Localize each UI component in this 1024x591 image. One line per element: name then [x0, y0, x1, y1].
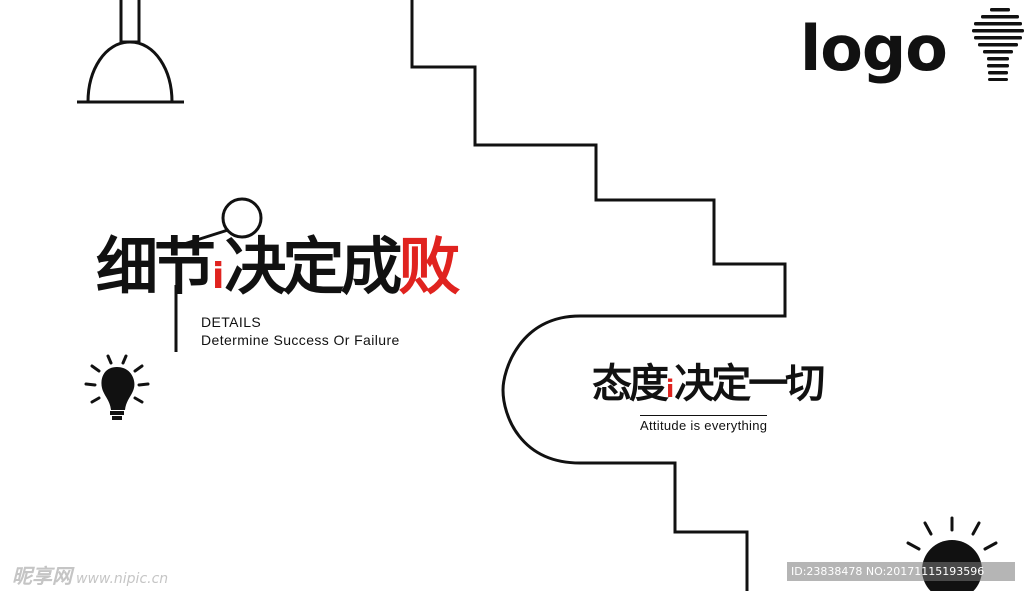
headline-1-part-d: 败: [398, 230, 460, 303]
headline-2-part-a: 态度: [592, 361, 669, 407]
headline-attitude-decides: 态度i决定一切: [592, 361, 825, 407]
headline-2-part-b: 决定一切: [674, 361, 825, 407]
headline-1-part-a: 细节: [96, 230, 216, 303]
headline-1-part-b: 决定: [224, 230, 344, 303]
staircase-path: [410, 0, 787, 591]
subtitle-1-line-1: DETAILS: [201, 314, 262, 330]
headline-1-accent: i: [212, 256, 225, 297]
subtitle-1-line-2: Determine Success Or Failure: [201, 331, 400, 348]
pendant-lamp-icon: [77, 0, 184, 104]
headline-2-accent: i: [666, 375, 675, 403]
headline-details-decide: 细节i决定成败: [96, 236, 460, 298]
watermark-id-bar: ID:23838478 NO:20171115193596: [787, 562, 1015, 581]
headline-1-part-c: 成: [340, 230, 402, 303]
subtitle-details: DETAILS Determine Success Or Failure: [201, 314, 400, 349]
watermark-url: www.nipic.cn: [76, 571, 169, 587]
magnifier-icon: [183, 197, 263, 246]
lightbulb-icon: [84, 354, 150, 420]
logo-mark-icon: [972, 8, 1024, 81]
watermark-brand: 昵享网: [12, 564, 72, 588]
logo-wordmark: logo: [800, 12, 948, 85]
subtitle-attitude: Attitude is everything: [640, 415, 768, 433]
